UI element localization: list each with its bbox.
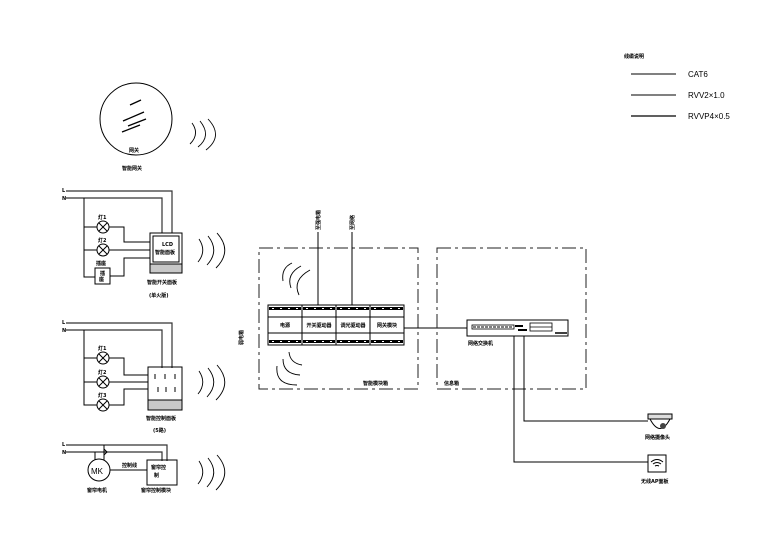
gateway-body	[99, 82, 173, 156]
legend: 线缆说明 CAT6 RVV2×1.0 RVVP4×0.5	[624, 53, 730, 121]
wireless-signal-icon	[276, 351, 303, 386]
lamp-icon	[96, 243, 110, 257]
smart-gateway: 网关 智能网关	[99, 82, 173, 172]
terminal-strip	[303, 307, 335, 310]
incoming-label: 至网络	[349, 215, 356, 230]
din-module-label: 网关模块	[377, 322, 398, 329]
panel-screen	[152, 235, 180, 263]
switch-label: 网络交换机	[468, 340, 493, 347]
socket-inner-text: 座	[98, 276, 104, 283]
camera-cable	[523, 336, 648, 422]
network-box-boundary	[436, 247, 587, 390]
wireless-signal-icon	[189, 118, 216, 151]
terminal-strip	[269, 307, 301, 310]
wire-label: 控制线	[122, 462, 137, 469]
network-box-label: 信息箱	[444, 380, 459, 387]
module-inner-text: 窗帘控	[151, 464, 166, 471]
network-box: 信息箱 网络交换机	[436, 247, 587, 390]
screen-text: 智能面板	[155, 249, 176, 256]
wireless-signal-icon	[282, 262, 311, 296]
lamp-label: 灯2	[98, 369, 107, 376]
terminal-strip	[371, 340, 403, 343]
lamp-icon	[96, 351, 110, 365]
legend-title: 线缆说明	[624, 53, 644, 60]
gateway-label: 智能网关	[122, 165, 142, 172]
lamp-icon	[96, 220, 110, 234]
cabinet-box-label: 智能模块箱	[363, 380, 388, 387]
motor-symbol: MK	[91, 467, 104, 476]
screen-text: LCD	[162, 242, 173, 248]
terminal-strip	[303, 340, 335, 343]
lamp-label: 灯2	[98, 237, 107, 244]
wireless-signal-icon	[197, 232, 226, 269]
curtain-control-circuit: L N MK 控制线 窗帘控 制 窗帘电机 窗帘控制模块	[62, 442, 178, 494]
lamp-icon	[96, 375, 110, 389]
panel-sublabel: (单火版)	[149, 292, 169, 299]
neutral-wire	[66, 329, 163, 368]
smart-switch-panel-circuit: L N 灯1 灯2 插 座 插座 LCD 智能面板 智能开关面板	[62, 188, 183, 299]
cabinet-side-label: 弱电箱	[238, 330, 245, 345]
din-module-label: 电源	[280, 322, 290, 329]
lamp-label: 灯1	[98, 345, 107, 352]
network-switch	[466, 319, 569, 337]
wire-n-label: N	[62, 450, 66, 456]
socket-inner-text: 插	[100, 270, 105, 277]
neutral-wire	[66, 451, 163, 461]
legend-label-cat6: CAT6	[688, 70, 708, 79]
camera-label: 网络摄像头	[645, 434, 670, 441]
din-module: 调光驱动器	[335, 304, 371, 346]
ap-cable	[513, 336, 648, 463]
incoming-label: 至强电箱	[315, 210, 322, 230]
ap-label: 无线AP面板	[640, 478, 670, 485]
panel-buttons-icon	[154, 374, 176, 392]
dome-camera-icon	[647, 413, 673, 429]
wireless-signal-icon	[197, 364, 226, 401]
common-wire	[83, 330, 97, 406]
module-label: 窗帘控制模块	[141, 487, 172, 494]
lamp-label: 灯1	[98, 214, 107, 221]
smart-module-cabinet: 弱电箱 智能模块箱 至强电箱 至网络 电源 开关驱动器 调光驱动器 网关模块	[238, 210, 467, 390]
neutral-wire	[66, 197, 163, 233]
wireless-ap-icon	[647, 454, 667, 473]
terminal-strip	[371, 307, 403, 310]
legend-label-rvvp: RVVP4×0.5	[688, 112, 730, 121]
smart-control-panel-circuit: L N 灯1 灯2 灯3 智能控制面板	[62, 320, 183, 434]
terminal-strip	[337, 340, 369, 343]
din-module: 开关驱动器	[301, 304, 337, 346]
curtain-control-module	[146, 459, 178, 486]
common-wire	[83, 198, 95, 278]
live-wire	[66, 322, 173, 368]
lamp-icon	[96, 398, 110, 412]
din-module-label: 调光驱动器	[340, 322, 366, 329]
terminal-strip	[337, 307, 369, 310]
terminal-strip	[269, 340, 301, 343]
wire-l-label: L	[62, 320, 66, 326]
live-wire	[66, 444, 168, 461]
panel-sublabel: (5路)	[153, 427, 166, 434]
socket-label: 插座	[96, 260, 106, 267]
wire-n-label: N	[62, 196, 66, 202]
din-rail: 电源 开关驱动器 调光驱动器 网关模块	[267, 304, 405, 346]
motor-label: 窗帘电机	[87, 487, 107, 494]
din-module: 网关模块	[369, 304, 405, 346]
cabinet-boundary	[258, 247, 419, 390]
legend-label-rvv: RVV2×1.0	[688, 91, 725, 100]
panel-label: 智能开关面板	[147, 279, 178, 286]
panel-label: 智能控制面板	[146, 415, 177, 422]
wire-l-label: L	[62, 442, 66, 448]
din-module-label: 开关驱动器	[306, 322, 332, 329]
wire-l-label: L	[62, 188, 66, 194]
lamp-label: 灯3	[98, 392, 107, 399]
gateway-inner-label: 网关	[129, 147, 139, 154]
module-inner-text: 制	[154, 472, 159, 479]
gateway-vent-icon	[121, 99, 147, 133]
din-module: 电源	[267, 304, 303, 346]
live-wire	[66, 190, 173, 233]
wire-n-label: N	[62, 328, 66, 334]
wireless-signal-icon	[197, 454, 226, 491]
